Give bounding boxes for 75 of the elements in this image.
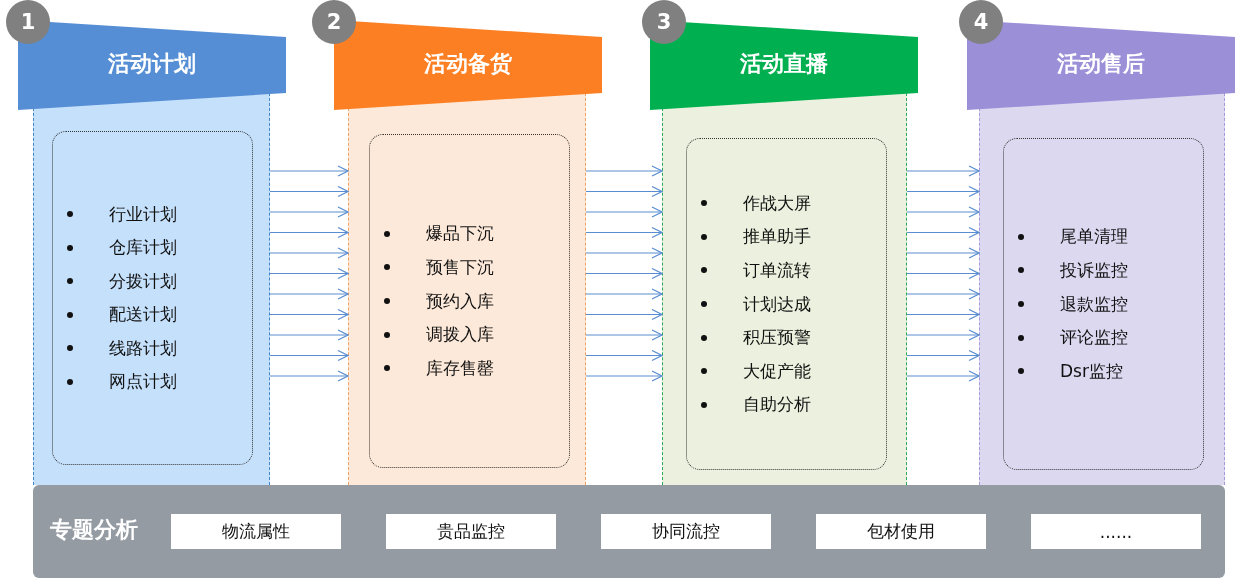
task-item: 退款监控 [1060, 292, 1128, 316]
arrow [585, 226, 663, 239]
stage-panel [662, 93, 907, 485]
task-item: 预售下沉 [426, 255, 494, 279]
stage-title: 活动计划 [108, 50, 196, 78]
task-item: 行业计划 [109, 202, 177, 226]
step-number: 1 [6, 0, 50, 44]
topic-box: 协同流控 [601, 514, 771, 549]
arrow [906, 308, 980, 321]
stage-title: 活动直播 [740, 50, 828, 78]
arrow [585, 308, 663, 321]
arrow [585, 267, 663, 280]
stage-panel [348, 93, 586, 485]
arrow [585, 288, 663, 300]
task-item: 尾单清理 [1060, 225, 1128, 249]
task-item: 库存售罄 [426, 356, 494, 380]
task-item: 调拨入库 [426, 323, 494, 347]
task-item: 网点计划 [109, 370, 177, 394]
arrow [269, 370, 349, 382]
task-item: 推单助手 [743, 225, 811, 249]
task-item: 计划达成 [743, 292, 811, 316]
stage-panel [33, 93, 270, 485]
arrow [585, 206, 663, 218]
task-item: 订单流转 [743, 258, 811, 282]
arrow [906, 165, 980, 177]
arrow [585, 185, 663, 198]
arrow [906, 206, 980, 218]
task-item: 预约入库 [426, 289, 494, 313]
task-item: 分拨计划 [109, 269, 177, 293]
task-item: 作战大屏 [743, 191, 811, 215]
arrow [585, 329, 663, 341]
arrow [269, 165, 349, 177]
arrow [269, 247, 349, 259]
task-item: 爆品下沉 [426, 222, 494, 246]
stage-title: 活动备货 [424, 50, 512, 78]
topic-box: ...... [1031, 514, 1201, 549]
arrow [906, 329, 980, 341]
arrow [585, 349, 663, 362]
arrow [269, 329, 349, 341]
arrow [906, 349, 980, 362]
task-item: 积压预警 [743, 326, 811, 350]
step-number: 3 [642, 0, 686, 44]
stage-title: 活动售后 [1057, 50, 1145, 78]
task-item: 配送计划 [109, 303, 177, 327]
task-item: Dsr监控 [1060, 359, 1123, 383]
arrow [906, 288, 980, 300]
topic-box: 物流属性 [171, 514, 341, 549]
task-item: 自助分析 [743, 393, 811, 417]
analysis-band [33, 485, 1225, 578]
arrow [269, 288, 349, 300]
arrow [269, 308, 349, 321]
arrow [585, 370, 663, 382]
task-item: 大促产能 [743, 359, 811, 383]
arrow [269, 267, 349, 280]
task-item: 线路计划 [109, 336, 177, 360]
arrow [906, 185, 980, 198]
task-item: 仓库计划 [109, 236, 177, 260]
arrow [269, 185, 349, 198]
stage-panel [979, 93, 1225, 485]
arrow [906, 247, 980, 259]
topic-box: 贵品监控 [386, 514, 556, 549]
arrow [906, 370, 980, 382]
arrow [906, 226, 980, 239]
task-item: 投诉监控 [1060, 258, 1128, 282]
topic-box: 包材使用 [816, 514, 986, 549]
arrow [269, 226, 349, 239]
arrow [269, 206, 349, 218]
band-title: 专题分析 [50, 516, 138, 544]
arrow [906, 267, 980, 280]
step-number: 2 [312, 0, 356, 44]
task-item: 评论监控 [1060, 326, 1128, 350]
arrow [585, 247, 663, 259]
arrow [269, 349, 349, 362]
step-number: 4 [959, 0, 1003, 44]
arrow [585, 165, 663, 177]
